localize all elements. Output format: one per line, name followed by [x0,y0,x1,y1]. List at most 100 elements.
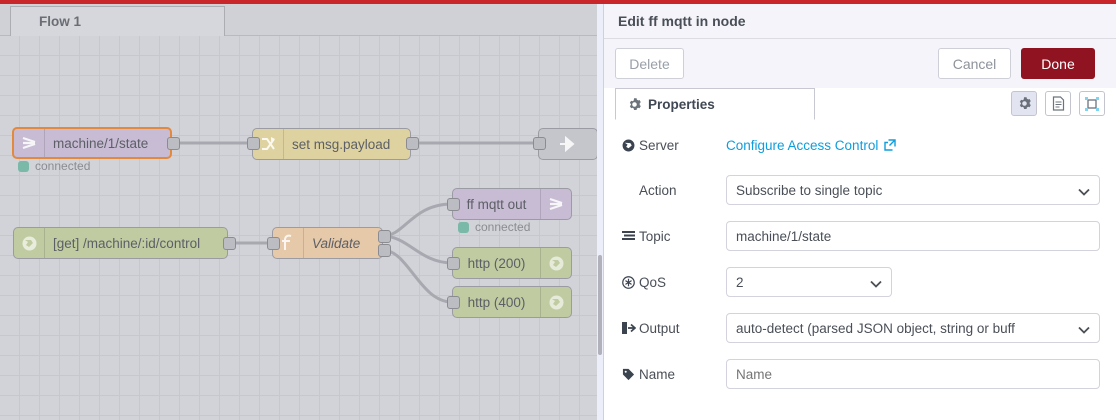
node-port-output[interactable] [167,137,180,150]
node-divider [283,129,284,159]
field-label-server: Server [622,138,726,153]
tag-icon [622,368,639,381]
action-select-wrap: Subscribe to single topic [726,175,1100,205]
node-label: ff mqtt out [466,196,527,212]
topic-input[interactable] [726,221,1100,251]
description-doc-icon[interactable] [1045,91,1071,116]
field-label-action: Action [622,183,726,198]
field-row-output: Output auto-detect (parsed JSON object, … [622,313,1100,343]
node-http-response-400[interactable]: http (400) [452,286,572,318]
node-port-output-1[interactable] [378,230,391,243]
status-text: connected [35,159,91,173]
name-input[interactable] [726,359,1100,389]
node-divider [540,248,541,278]
field-label-text: Action [639,182,677,198]
flow-tab-label: Flow 1 [39,14,82,29]
node-port-output-2[interactable] [378,244,391,257]
node-mqtt-in[interactable]: machine/1/state [12,127,172,159]
node-divider [44,129,45,157]
node-label: set msg.payload [292,136,391,152]
node-mqtt-out[interactable]: ff mqtt out [452,188,572,220]
configure-access-control-link[interactable]: Configure Access Control [726,137,897,153]
node-function[interactable]: Validate [272,227,383,259]
edit-node-panel: Edit ff mqtt in node Delete Cancel Done … [604,4,1116,420]
output-select[interactable]: auto-detect (parsed JSON object, string … [726,313,1100,343]
flow-tab-bar: Flow 1 [0,4,597,36]
globe-icon [541,248,571,278]
panel-resize-bar[interactable] [597,4,603,420]
globe-icon [622,139,639,152]
field-label-output: Output [622,321,726,336]
qos-select[interactable]: 2 [726,267,892,297]
field-row-action: Action Subscribe to single topic [622,175,1100,205]
external-link-icon [884,139,897,151]
node-label: http (400) [467,294,526,310]
node-debug[interactable] [538,128,597,160]
field-label-text: Topic [639,228,671,244]
node-change[interactable]: set msg.payload [252,128,411,160]
panel-title: Edit ff mqtt in node [618,13,746,29]
action-select[interactable]: Subscribe to single topic [726,175,1100,205]
field-label-qos: QoS [622,275,726,290]
field-label-topic: Topic [622,229,726,244]
field-label-text: Output [639,320,680,336]
status-text: connected [475,220,531,234]
node-label: http (200) [467,255,526,271]
properties-form: Server Configure Access Control Action S… [604,120,1116,420]
node-divider [303,228,304,258]
panel-header: Edit ff mqtt in node [604,4,1116,39]
sign-out-icon [622,322,639,334]
asterisk-icon [622,275,639,289]
tab-properties-label: Properties [648,96,715,112]
node-port-output[interactable] [223,237,236,250]
node-port-input[interactable] [533,137,546,150]
node-divider [540,287,541,317]
properties-gear-icon[interactable] [1011,91,1037,116]
mqtt-icon [14,129,44,157]
node-label: Validate [312,235,361,251]
debug-icon [539,129,597,159]
flow-tab-flow-1[interactable]: Flow 1 [10,6,225,36]
cancel-button[interactable]: Cancel [938,48,1011,79]
flow-canvas[interactable]: machine/1/state connected set msg.payloa… [0,36,597,420]
list-icon [622,230,639,242]
field-label-name: Name [622,367,726,382]
field-row-qos: QoS 2 [622,267,892,297]
node-divider [540,189,541,219]
function-icon [273,228,303,258]
panel-left-border [603,4,604,420]
node-status-mqtt-in: connected [18,159,90,173]
node-port-input[interactable] [447,257,460,270]
mqtt-icon [541,189,571,219]
node-port-output[interactable] [406,137,419,150]
panel-resize-handle[interactable] [598,255,602,355]
node-http-in[interactable]: [get] /machine/:id/control [13,227,228,259]
panel-tab-strip: Properties [604,88,1116,121]
field-label-text: QoS [639,274,667,290]
globe-icon [541,287,571,317]
change-icon [253,129,283,159]
delete-button[interactable]: Delete [615,48,684,79]
node-port-input[interactable] [447,296,460,309]
field-row-topic: Topic [622,221,1100,251]
tab-properties[interactable]: Properties [615,88,815,120]
gear-icon [628,97,641,111]
top-accent-bar [0,0,1116,4]
node-status-mqtt-out: connected [458,220,530,234]
link-text: Configure Access Control [726,137,879,153]
node-http-response-200[interactable]: http (200) [452,247,572,279]
node-port-input[interactable] [247,137,260,150]
appearance-icon[interactable] [1079,91,1105,116]
globe-icon [14,228,44,258]
output-select-wrap: auto-detect (parsed JSON object, string … [726,313,1100,343]
node-label: [get] /machine/:id/control [53,235,201,251]
flow-workspace: Flow 1 machine/1/state connected [0,4,597,420]
qos-select-wrap: 2 [726,267,892,297]
status-dot [458,221,469,233]
node-port-input[interactable] [267,237,280,250]
field-label-text: Name [639,366,676,382]
field-label-text: Server [639,137,679,153]
node-port-input[interactable] [447,198,460,211]
status-dot [18,160,29,172]
done-button[interactable]: Done [1021,48,1095,79]
